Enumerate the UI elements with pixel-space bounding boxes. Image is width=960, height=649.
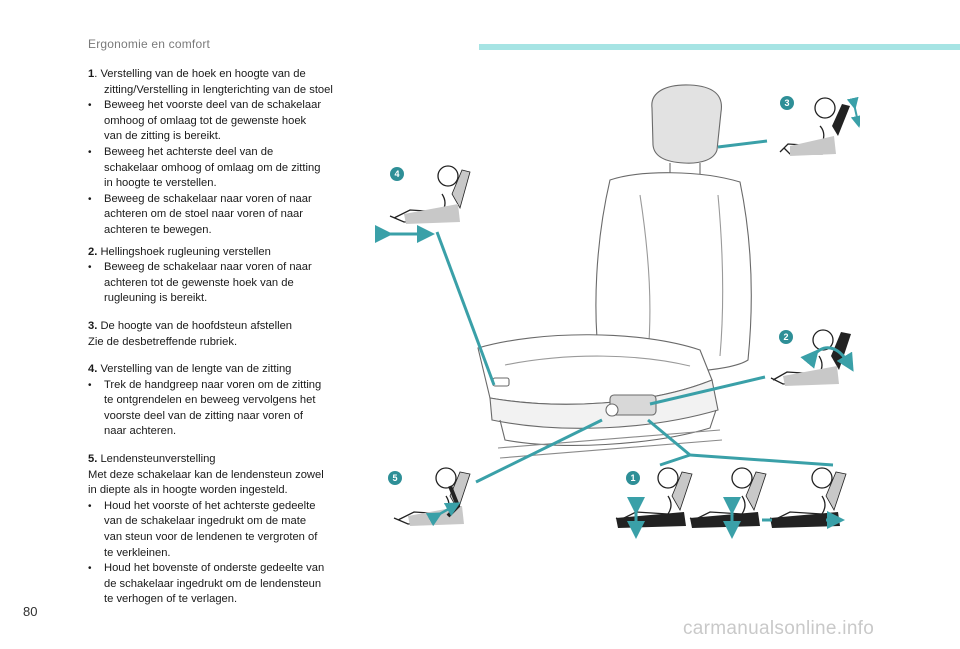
bullet: • Beweeg het voorste deel van de schakel… xyxy=(88,98,350,145)
item-title: Lendensteunverstelling xyxy=(97,453,216,466)
page-number: 80 xyxy=(23,604,38,619)
item-number: 5. xyxy=(88,453,98,466)
bullet-line: Beweeg het achterste deel van de xyxy=(104,145,274,158)
item-desc-line: Met deze schakelaar kan de lendensteun z… xyxy=(88,468,324,481)
bullet-line: van de schakelaar ingedrukt om de mate xyxy=(104,515,307,528)
callout-1: 1 xyxy=(630,473,635,483)
callout-badge-3: 3 xyxy=(780,96,794,110)
seat-illustration: 3 4 2 5 1 xyxy=(375,84,860,539)
item-1: 1. Verstelling van de hoek en hoogte van… xyxy=(88,67,350,239)
leader-line-1b xyxy=(689,453,834,467)
leader-line-3 xyxy=(717,139,768,149)
bullet-line: schakelaar omhoog of omlaag om de zittin… xyxy=(104,161,321,174)
lumbar-adjust-icon xyxy=(393,467,471,527)
headrest xyxy=(651,84,722,164)
seat-cushion-seam xyxy=(504,355,691,367)
item-4: 4. Verstelling van de lengte van de zitt… xyxy=(88,362,350,440)
bullet-line: Beweeg het voorste deel van de schakelaa… xyxy=(104,99,322,112)
item-title: Verstelling van de lengte van de zitting xyxy=(97,363,292,376)
callout-3: 3 xyxy=(784,98,789,108)
item-2: 2. Hellingshoek rugleuning verstellen • … xyxy=(88,245,350,307)
bullet: • Houd het bovenste of onderste gedeelte… xyxy=(88,561,350,608)
bullet-icon: • xyxy=(88,563,92,575)
item-title: Hellingshoek rugleuning verstellen xyxy=(97,245,271,258)
bullet: • Beweeg de schakelaar naar voren of naa… xyxy=(88,260,350,307)
seat-length-icon xyxy=(375,165,471,243)
leader-line-2 xyxy=(649,375,766,406)
seat-length-icon xyxy=(762,467,846,528)
section-title: Ergonomie en comfort xyxy=(88,37,211,51)
bullet-line: achteren tot de gewenste hoek van de xyxy=(104,276,294,289)
item-5: 5. Lendensteunverstelling Met deze schak… xyxy=(88,452,350,608)
bullet-line: te verhogen of te verlagen. xyxy=(104,593,238,606)
callout-badge-5: 5 xyxy=(388,471,402,485)
bullet-line: van de zitting is bereikt. xyxy=(104,130,221,143)
item-note: Zie de desbetreffende rubriek. xyxy=(88,335,238,348)
item-desc-line: in diepte als in hoogte worden ingesteld… xyxy=(88,484,288,497)
watermark: carmanualsonline.info xyxy=(683,618,875,639)
bullet-line: Beweeg de schakelaar naar voren of naar xyxy=(104,192,312,205)
length-handle xyxy=(492,377,510,387)
bullet-icon: • xyxy=(88,100,92,112)
callout-2: 2 xyxy=(783,332,788,342)
bullet: • Trek de handgreep naar voren om de zit… xyxy=(88,378,350,440)
seat-height-tilt-icon xyxy=(615,467,693,539)
bullet-line: naar achteren. xyxy=(104,425,177,438)
bullet-line: de schakelaar ingedrukt om de lendensteu… xyxy=(104,577,322,590)
item-number: 4. xyxy=(88,363,98,376)
bullet-icon: • xyxy=(88,500,92,512)
item-3: 3. De hoogte van de hoofdsteun afstellen… xyxy=(88,319,350,350)
callout-badge-1: 1 xyxy=(626,471,640,485)
bullet-line: achteren om de stoel naar voren of naar xyxy=(104,208,304,221)
bullet-line: Beweeg de schakelaar naar voren of naar xyxy=(104,261,312,274)
seat-height-tilt-icon xyxy=(689,467,767,539)
item-number: 1 xyxy=(88,68,95,80)
bullet-line: omhoog of omlaag tot de gewenste hoek xyxy=(104,114,307,127)
leader-line-5 xyxy=(475,418,603,484)
callout-5: 5 xyxy=(392,473,397,483)
bullet-line: van steun voor de lendenen te vergroten … xyxy=(104,531,318,544)
bullet-icon: • xyxy=(88,262,92,274)
backrest xyxy=(595,172,752,373)
item-number: 3. xyxy=(88,319,98,332)
item-number: 2. xyxy=(88,245,98,258)
bullet-icon: • xyxy=(88,379,92,391)
callout-badge-2: 2 xyxy=(779,330,793,344)
bullet-line: Houd het bovenste of onderste gedeelte v… xyxy=(104,562,325,575)
seat-drawing xyxy=(477,84,752,459)
bullet-line: voorste deel van de zitting naar voren o… xyxy=(104,409,304,422)
bullet-line: te ontgrendelen en beweeg vervolgens het xyxy=(104,394,316,407)
callout-4: 4 xyxy=(394,169,399,179)
item-title: . Verstelling van de hoek en hoogte van … xyxy=(94,68,306,80)
item-title: De hoogte van de hoofdsteun afstellen xyxy=(97,319,293,332)
leader-lines xyxy=(435,139,834,484)
bullet-line: achteren te bewegen. xyxy=(104,223,212,236)
lumbar-knob xyxy=(605,403,619,417)
bullet: • Beweeg het achterste deel van de schak… xyxy=(88,145,350,192)
callout-badge-4: 4 xyxy=(390,167,404,181)
leader-line-1c xyxy=(659,453,691,467)
item-title-cont: zitting/Verstelling in lengterichting va… xyxy=(104,83,333,96)
bullet-icon: • xyxy=(88,146,92,158)
rail xyxy=(497,429,723,459)
instructions-column: 1. Verstelling van de hoek en hoogte van… xyxy=(88,67,350,608)
seat-side xyxy=(489,379,719,429)
bullet-line: Houd het voorste of het achterste gedeel… xyxy=(104,499,316,512)
bullet-icon: • xyxy=(88,193,92,205)
bullet-line: Trek de handgreep naar voren om de zitti… xyxy=(104,378,322,391)
bullet-line: te verkleinen. xyxy=(104,546,171,559)
backrest-adjust-icon xyxy=(770,329,854,386)
callout-badges: 3 4 2 5 1 xyxy=(388,96,794,485)
leader-line-1 xyxy=(647,418,691,457)
bullet-line: in hoogte te verstellen. xyxy=(104,177,217,190)
bullet: • Beweeg de schakelaar naar voren of naa… xyxy=(88,192,350,239)
headrest-adjust-icon xyxy=(779,96,860,156)
header-accent-bar xyxy=(479,44,960,50)
leader-line-4 xyxy=(435,231,496,386)
bullet: • Houd het voorste of het achterste gede… xyxy=(88,499,350,561)
bullet-line: rugleuning is bereikt. xyxy=(104,292,208,305)
